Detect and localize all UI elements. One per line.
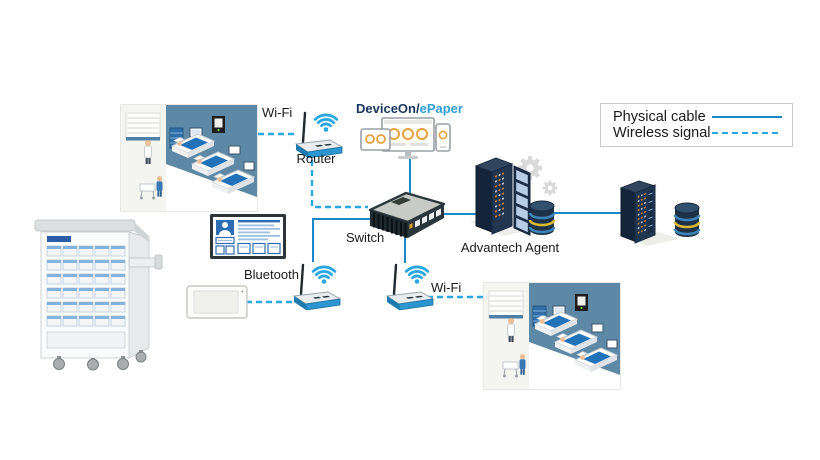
legend-row-wireless-signal: Wireless signal [613, 125, 782, 141]
legend-row-physical-cable: Physical cable [613, 109, 782, 125]
epaper-device-icon [186, 285, 248, 319]
switch-icon [368, 191, 446, 238]
advantech-agent-label: Advantech Agent [460, 240, 560, 255]
dashed-line-sample [712, 132, 782, 134]
switch-label: Switch [346, 230, 385, 245]
legend-physical-cable-label: Physical cable [613, 109, 706, 125]
patient-info-display [210, 214, 286, 259]
wifi-ap-icon [381, 256, 437, 310]
bluetooth-ap-icon [288, 256, 344, 310]
bluetooth-label: Bluetooth [244, 267, 299, 282]
backend-server-icon [615, 180, 701, 246]
legend: Physical cable Wireless signal [600, 103, 793, 147]
router-icon [290, 104, 346, 158]
link-bluetooth-ap-switch [312, 218, 370, 262]
deviceon-brand-text: DeviceOn/ [356, 101, 420, 116]
link-router-switch [310, 160, 368, 209]
advantech-agent-icon [470, 156, 558, 237]
solid-line-sample [712, 116, 782, 118]
hospital-ward-illustration-top [120, 104, 258, 212]
deviceon-devices-icon [360, 117, 451, 159]
wifi-bottom-label: Wi-Fi [431, 280, 462, 295]
legend-wireless-signal-label: Wireless signal [613, 125, 711, 141]
router-label: Router [296, 151, 336, 166]
epaper-product-text: ePaper [419, 101, 463, 116]
wifi-top-label: Wi-Fi [262, 105, 293, 120]
deviceon-epaper-title: DeviceOn/ePaper [356, 101, 463, 116]
medication-cart-icon [34, 219, 163, 371]
hospital-ward-illustration-bottom [483, 282, 621, 390]
